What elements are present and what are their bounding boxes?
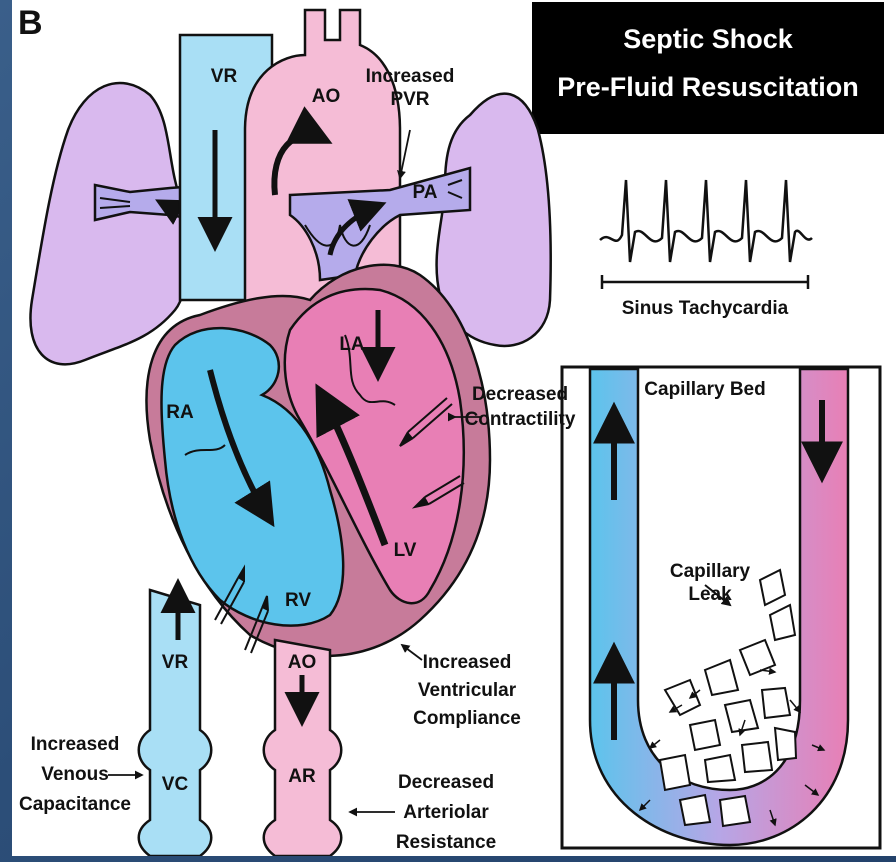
label-compliance-3: Compliance [413,708,521,729]
ecg-label: Sinus Tachycardia [622,298,789,319]
label-ao-top: AO [312,86,341,107]
panel-letter: B [18,4,43,42]
label-vc: VC [162,774,189,795]
septic-shock-diagram: B Septic Shock Pre-Fluid Resuscitation [12,0,896,856]
ecg-trace: Sinus Tachycardia [600,180,812,319]
label-pvr-1: Increased [366,66,455,87]
label-venous-1: Increased [31,734,120,755]
figure-panel: B Septic Shock Pre-Fluid Resuscitation [12,0,896,856]
title-line-2: Pre-Fluid Resuscitation [557,72,859,102]
capillary-leak-label-1: Capillary [670,561,751,582]
capillary-bed-inset: Capillary Bed Capillary Leak [562,367,880,848]
left-lung [30,83,186,364]
label-pa: PA [413,182,438,203]
label-rv: RV [285,590,311,611]
label-pvr-2: PVR [390,89,429,110]
title-line-1: Septic Shock [623,24,794,54]
label-venous-3: Capacitance [19,794,131,815]
label-arteriolar-2: Arteriolar [403,802,489,823]
label-lv: LV [394,540,417,561]
label-ra: RA [166,402,194,423]
vena-cava-bottom [139,590,212,856]
label-ar: AR [288,766,316,787]
label-arteriolar-3: Resistance [396,832,496,853]
capillary-leak-label-2: Leak [688,584,732,605]
label-contractility-2: Contractility [465,409,576,430]
label-venous-2: Venous [41,764,109,785]
label-compliance-1: Increased [423,652,512,673]
label-compliance-2: Ventricular [418,680,517,701]
title-box: Septic Shock Pre-Fluid Resuscitation [532,2,884,134]
label-ao-bottom: AO [288,652,317,673]
label-la: LA [339,334,365,355]
label-vr-top: VR [211,66,238,87]
label-contractility-1: Decreased [472,384,568,405]
right-lung [437,94,551,346]
label-arteriolar-1: Decreased [398,772,494,793]
label-vr-bottom: VR [162,652,189,673]
capillary-bed-label: Capillary Bed [644,379,765,400]
